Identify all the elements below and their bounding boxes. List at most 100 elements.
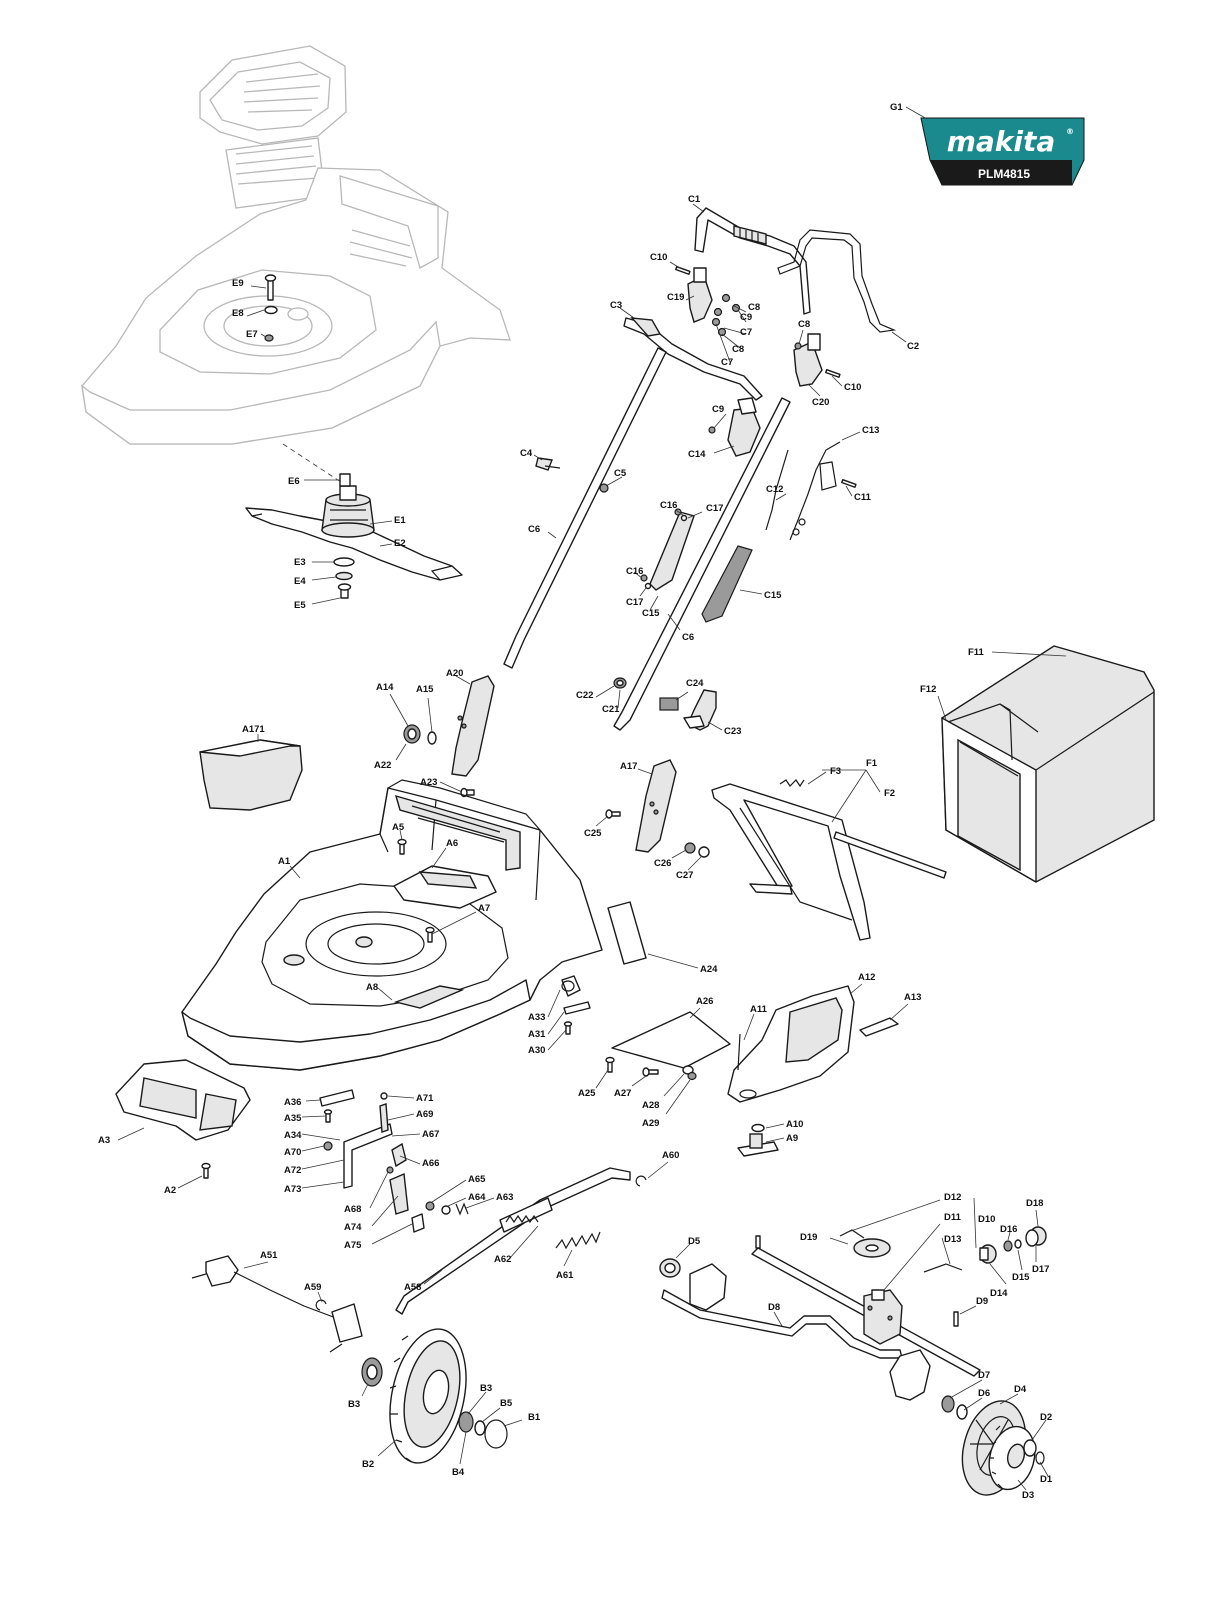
label-plate-A24 — [607, 901, 647, 965]
height-adjust-lever-A58 — [395, 1167, 631, 1315]
pulley-D19 — [839, 1229, 891, 1258]
callout-A34: A34 — [284, 1130, 302, 1141]
screw-A71 — [380, 1092, 388, 1100]
callout-A60: A60 — [662, 1150, 679, 1161]
nut-A29 — [687, 1071, 697, 1081]
key-E6 — [339, 473, 351, 487]
washer-A15 — [427, 731, 437, 745]
callout-A30: A30 — [528, 1045, 545, 1056]
callout-C19: C19 — [667, 292, 684, 303]
washer-B5 — [474, 1420, 486, 1436]
nut-A70 — [323, 1141, 333, 1151]
callout-A24: A24 — [700, 964, 718, 975]
handle-bracket-A20 — [451, 675, 495, 777]
callout-F11: F11 — [968, 647, 985, 658]
callout-A3: A3 — [98, 1135, 110, 1146]
nut-C26 — [684, 842, 696, 854]
cable-clip-C15-right — [701, 545, 753, 623]
callout-C6: C6 — [528, 524, 540, 535]
callout-C22: C22 — [576, 690, 593, 701]
clip-D1 — [1035, 1451, 1045, 1465]
callout-C1: C1 — [688, 194, 701, 205]
cap-C27 — [698, 846, 710, 858]
control-lever-C14 — [708, 397, 761, 457]
engine-cover-A171 — [199, 739, 303, 811]
cap-B1 — [484, 1419, 508, 1449]
bolt-A27 — [642, 1067, 659, 1077]
callout-F12: F12 — [920, 684, 936, 695]
screw-C25 — [605, 809, 621, 819]
callout-C23: C23 — [724, 726, 741, 737]
nut-E7 — [264, 334, 274, 342]
callout-A71: A71 — [416, 1093, 434, 1104]
callout-C25: C25 — [584, 828, 602, 839]
callout-A65: A65 — [468, 1174, 486, 1185]
bearing-D7 — [941, 1395, 955, 1413]
callout-F1: F1 — [866, 758, 878, 769]
screw-A30 — [563, 1021, 573, 1035]
callout-A28: A28 — [642, 1100, 659, 1111]
callout-C9: C9 — [740, 312, 752, 323]
callout-E6: E6 — [288, 476, 300, 487]
model-number: PLM4815 — [978, 167, 1030, 181]
callout-D15: D15 — [1012, 1272, 1030, 1283]
callout-A6: A6 — [446, 838, 458, 849]
washer-E8 — [264, 305, 278, 315]
callout-C16: C16 — [660, 500, 677, 511]
washer-D16 — [1003, 1240, 1013, 1252]
callout-D13: D13 — [944, 1234, 961, 1245]
callout-D2: D2 — [1040, 1412, 1052, 1423]
callout-A14: A14 — [376, 682, 394, 693]
rear-flap-A26 — [611, 1011, 731, 1069]
brand-name: makita — [947, 125, 1056, 158]
washer-A64 — [441, 1205, 451, 1215]
baffle-A8 — [393, 985, 465, 1009]
callout-A9: A9 — [786, 1133, 798, 1144]
callout-C15: C15 — [642, 608, 660, 619]
handle-fasteners — [675, 265, 857, 488]
blade-adapter-E1 — [321, 485, 375, 538]
callout-C16-2: C16 — [626, 566, 643, 577]
callout-D7: D7 — [978, 1370, 990, 1381]
callout-A36: A36 — [284, 1097, 301, 1108]
callout-D11: D11 — [944, 1212, 962, 1223]
lower-handle-right-C6 — [613, 397, 791, 731]
pivot-A75 — [411, 1213, 425, 1233]
callout-A35: A35 — [284, 1113, 302, 1124]
callout-E5: E5 — [294, 600, 306, 611]
callout-C10-2: C10 — [844, 382, 861, 393]
callout-E9: E9 — [232, 278, 244, 289]
front-axle-A51 — [191, 1255, 363, 1353]
cable-clip-C15-left — [649, 511, 695, 591]
callout-C7: C7 — [740, 327, 752, 338]
lower-handle-left-C6 — [503, 347, 667, 669]
callout-C13: C13 — [862, 425, 879, 436]
spring-F3 — [779, 779, 805, 788]
spring-A61 — [555, 1231, 601, 1250]
callout-C10: C10 — [650, 252, 667, 263]
side-discharge-A12 — [727, 985, 855, 1103]
callout-D12: D12 — [944, 1192, 961, 1203]
washer-E4 — [335, 571, 353, 581]
callout-A27: A27 — [614, 1088, 631, 1099]
callout-D8: D8 — [768, 1302, 780, 1313]
callout-C2: C2 — [907, 341, 919, 352]
callout-F3: F3 — [830, 766, 841, 777]
callout-A2: A2 — [164, 1185, 176, 1196]
callout-B4: B4 — [452, 1467, 465, 1478]
washer-A10 — [751, 1123, 765, 1133]
handle-bracket-A17 — [635, 759, 677, 853]
callout-A51: A51 — [260, 1250, 278, 1261]
callout-D1: D1 — [1040, 1474, 1053, 1485]
registered-mark: ® — [1066, 127, 1074, 136]
screw-A25 — [605, 1056, 615, 1073]
handle-bracket-C20 — [793, 333, 823, 387]
screw-A2 — [201, 1162, 211, 1179]
callout-A13: A13 — [904, 992, 921, 1003]
callout-A59: A59 — [304, 1282, 321, 1293]
callout-C21: C21 — [602, 704, 620, 715]
makita-logo-badge: makita ® PLM4815 — [920, 117, 1085, 186]
callout-B5: B5 — [500, 1398, 513, 1409]
callout-D5: D5 — [688, 1236, 701, 1247]
